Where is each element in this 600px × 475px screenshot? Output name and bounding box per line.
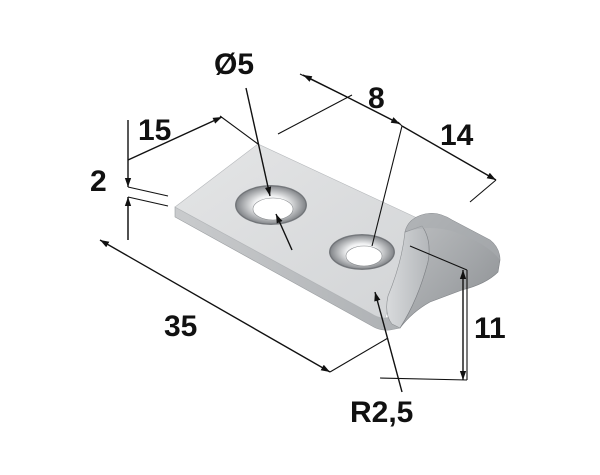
dimension-lines (99, 74, 497, 393)
countersunk-hole-2 (329, 234, 395, 270)
label-hole-diameter: Ø5 (214, 48, 254, 81)
label-length: 35 (164, 310, 197, 343)
label-thickness: 2 (90, 165, 107, 198)
label-catch-height: 11 (474, 312, 506, 345)
dim-line-hole-spacing (302, 74, 348, 98)
countersunk-hole-1 (235, 185, 307, 225)
dim-line-length (99, 239, 331, 373)
dim-line-catch-width (401, 125, 497, 181)
dim-line-hole-offset (127, 116, 223, 161)
leader-hole-diameter (245, 87, 272, 197)
label-catch-width: 14 (440, 119, 474, 152)
leader-corner-radius (374, 291, 403, 393)
catch-top-rim (405, 213, 500, 260)
latch-plate (174, 143, 501, 331)
label-hole-offset: 15 (138, 114, 171, 147)
extension-lines (127, 73, 497, 381)
label-corner-radius: R2,5 (350, 396, 413, 429)
dimension-labels: Ø5 8 15 2 14 35 11 R2,5 (90, 48, 506, 429)
catch-hook (386, 212, 501, 329)
label-hole-spacing: 8 (368, 82, 385, 115)
